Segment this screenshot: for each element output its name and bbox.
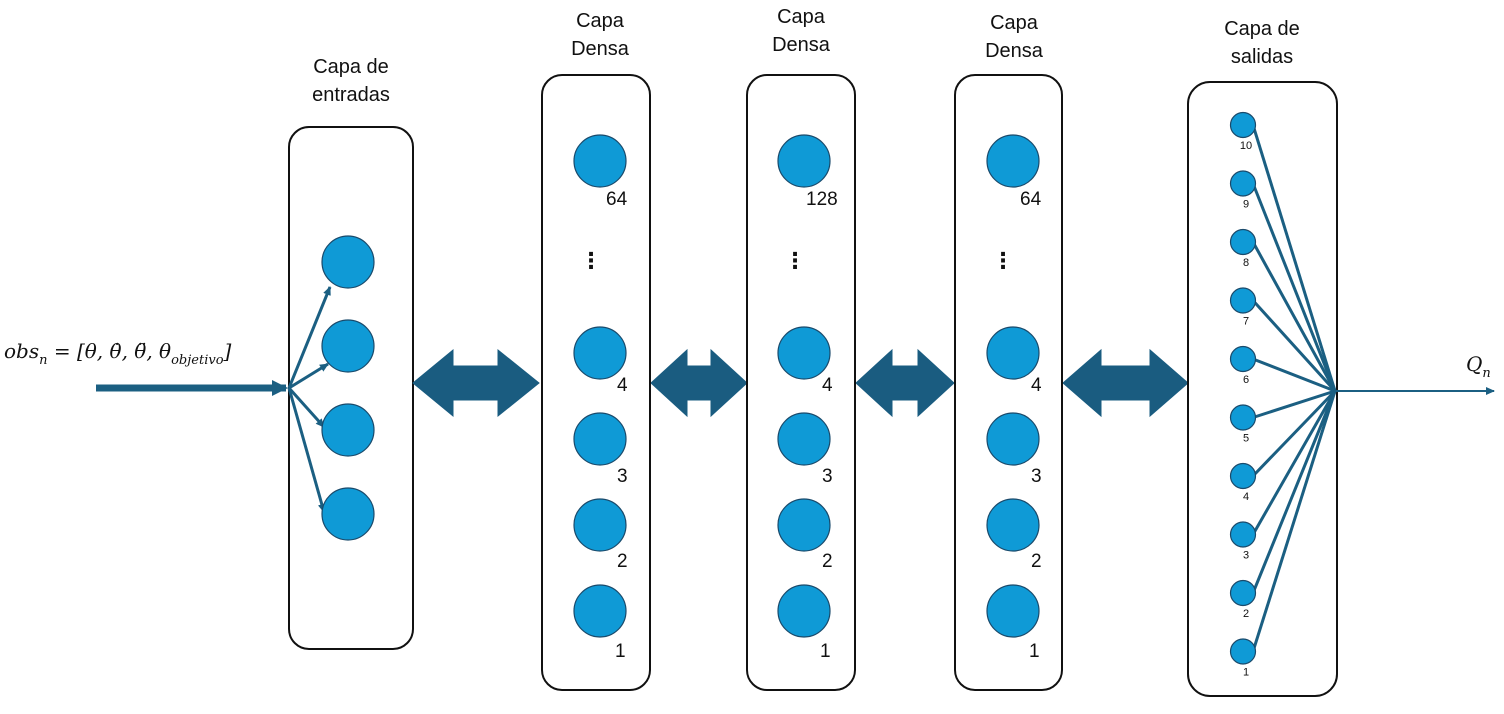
dense1-node-64 (573, 134, 627, 188)
dense2-title-line2: Densa (772, 34, 831, 56)
output-layer-box (1187, 81, 1338, 697)
double-arrow-1 (412, 348, 540, 418)
input-fanout-line (287, 386, 326, 429)
output-node-label-7: 7 (1243, 316, 1249, 328)
dense3-label-4: 4 (1031, 375, 1042, 396)
dense3-node-2 (986, 498, 1040, 552)
dense2-node-128 (777, 134, 831, 188)
output-node-8 (1229, 228, 1257, 256)
input-layer-title-line1: Capa de (313, 56, 389, 78)
input-node (321, 403, 375, 457)
output-layer-title-line2: salidas (1231, 46, 1293, 68)
output-nodes-group: 10 9 8 7 6 5 4 3 2 1 (1229, 111, 1337, 679)
output-node-2 (1229, 579, 1257, 607)
double-arrow-4 (1062, 348, 1189, 418)
dense3-ellipsis: ⋮ (992, 249, 1014, 274)
input-fanout-line (287, 286, 332, 389)
dense3-node-4 (986, 326, 1040, 380)
dense1-node-2 (573, 498, 627, 552)
output-node-label-9: 9 (1243, 199, 1249, 211)
dense3-node-3 (986, 412, 1040, 466)
output-node-label-6: 6 (1243, 374, 1249, 386)
input-layer-box (288, 126, 414, 650)
dense3-title-line1: Capa (990, 12, 1039, 34)
dense1-label-4: 4 (617, 375, 628, 396)
output-node-9 (1229, 170, 1257, 197)
output-wire (1251, 390, 1337, 594)
dense3-node-64 (986, 134, 1040, 188)
dense3-label-2: 2 (1031, 551, 1042, 572)
dense3-label-64: 64 (1020, 189, 1042, 210)
dense2-label-2: 2 (822, 551, 833, 572)
dense2-label-1: 1 (820, 641, 831, 662)
dense2-node-3 (777, 412, 831, 466)
output-node-3 (1229, 521, 1257, 548)
dense2-ellipsis: ⋮ (784, 249, 806, 274)
output-node-7 (1229, 287, 1257, 314)
output-wire (1252, 357, 1336, 393)
dense2-node-2 (777, 498, 831, 552)
dense2-node-4 (777, 326, 831, 380)
output-node-label-5: 5 (1243, 433, 1249, 445)
dense1-label-64: 64 (606, 189, 628, 210)
input-fanout-line (287, 387, 326, 513)
dense1-title-line1: Capa (576, 10, 625, 32)
output-node-label-4: 4 (1243, 491, 1249, 503)
output-node-4 (1229, 462, 1257, 490)
double-arrow-3 (855, 348, 955, 418)
input-fanout-line (288, 362, 329, 390)
output-node-label-10: 10 (1240, 140, 1252, 152)
dense3-label-1: 1 (1029, 641, 1040, 662)
output-node-label-1: 1 (1243, 667, 1249, 679)
output-label: Qn (1466, 352, 1491, 381)
output-node-6 (1229, 345, 1257, 373)
input-node (321, 487, 375, 541)
dense1-node-1 (573, 584, 627, 638)
output-wire (1251, 241, 1337, 392)
output-node-label-8: 8 (1243, 257, 1249, 269)
output-node-1 (1229, 638, 1257, 665)
output-node-10 (1229, 111, 1257, 139)
input-formula: obsn = [θ, θ̇, θ̈, θobjetivo] (4, 339, 232, 368)
output-wire (1251, 182, 1337, 392)
output-node-label-3: 3 (1243, 550, 1249, 562)
output-wire (1252, 389, 1336, 419)
dense1-ellipsis: ⋮ (580, 249, 602, 274)
output-wire (1251, 389, 1337, 478)
output-layer-title-line1: Capa de (1224, 18, 1300, 40)
double-arrow-2 (650, 348, 748, 418)
output-wire (1251, 299, 1337, 393)
dense3-node-1 (986, 584, 1040, 638)
dense1-node-4 (573, 326, 627, 380)
dense1-node-3 (573, 412, 627, 466)
dense2-label-128: 128 (806, 189, 838, 210)
dense3-title-line2: Densa (985, 40, 1044, 62)
dense1-label-3: 3 (617, 466, 628, 487)
dense2-label-4: 4 (822, 375, 833, 396)
output-wire (1251, 390, 1337, 536)
input-node (321, 319, 375, 373)
input-node (321, 235, 375, 289)
input-layer-title-line2: entradas (312, 84, 390, 106)
dense2-node-1 (777, 584, 831, 638)
dense1-label-2: 2 (617, 551, 628, 572)
output-wire (1251, 124, 1337, 392)
dense2-label-3: 3 (822, 466, 833, 487)
dense1-title-line2: Densa (571, 38, 630, 60)
dense3-label-3: 3 (1031, 466, 1042, 487)
output-node-5 (1229, 404, 1257, 431)
output-wire (1251, 390, 1337, 652)
output-node-label-2: 2 (1243, 608, 1249, 620)
dense2-title-line1: Capa (777, 6, 826, 28)
dense1-label-1: 1 (615, 641, 626, 662)
